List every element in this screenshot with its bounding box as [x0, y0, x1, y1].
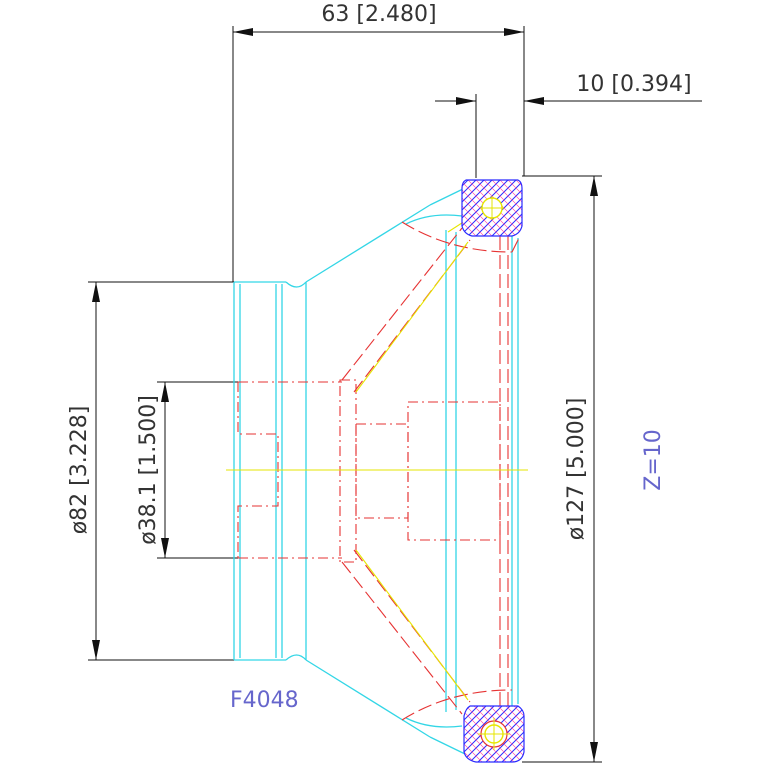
- dimension-flange-width: 10 [0.394]: [435, 72, 702, 178]
- dimension-bore-diameter: ø38.1 [1.500]: [136, 381, 238, 559]
- sprocket-outline: [233, 187, 519, 755]
- dimension-outer-diameter: ø127 [5.000]: [522, 175, 602, 763]
- bore-diameter-label: ø38.1 [1.500]: [136, 395, 161, 545]
- hub-diameter-label: ø82 [3.228]: [67, 406, 92, 535]
- centerlines: [226, 209, 528, 701]
- outer-diameter-label: ø127 [5.000]: [564, 398, 589, 541]
- dimension-hub-diameter: ø82 [3.228]: [67, 281, 236, 661]
- tooth-section-top: [461, 179, 523, 237]
- part-number-label: F4048: [230, 688, 299, 713]
- flange-width-label: 10 [0.394]: [576, 72, 691, 97]
- hidden-lines: [237, 221, 521, 721]
- tooth-section-bottom: [463, 705, 525, 763]
- teeth-count-label: Z=10: [641, 429, 666, 491]
- dimension-overall-length: 63 [2.480]: [232, 2, 525, 282]
- overall-length-label: 63 [2.480]: [321, 2, 436, 27]
